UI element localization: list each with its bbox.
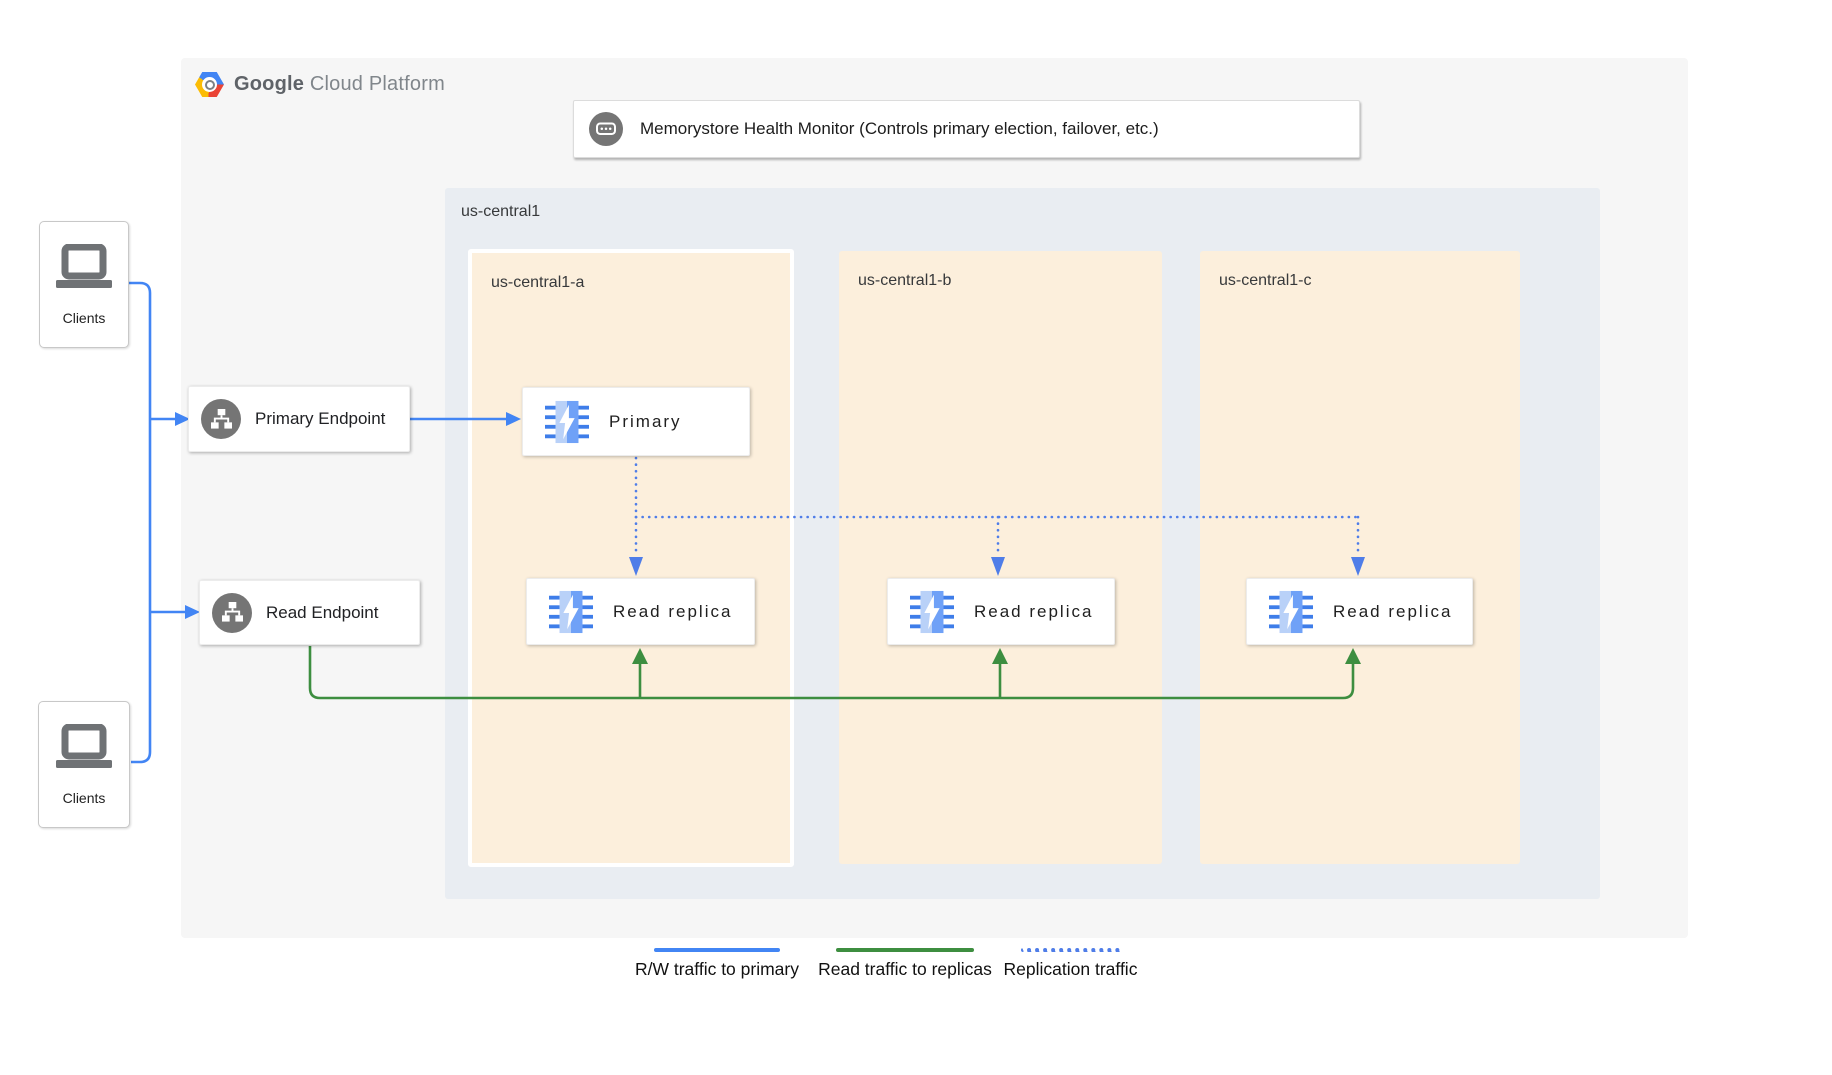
legend-line-green <box>836 948 974 952</box>
primary-endpoint-box: Primary Endpoint <box>188 386 410 452</box>
read-endpoint-box: Read Endpoint <box>199 580 420 645</box>
logo-brand: Google <box>234 73 305 95</box>
primary-node-label: Primary <box>609 411 682 431</box>
region-us-central1: us-central1 us-central1-a us-central1-b … <box>445 188 1600 899</box>
legend-replication-label: Replication traffic <box>1003 959 1138 979</box>
logo-suffix: Cloud Platform <box>309 73 445 95</box>
zone-us-central1-a: us-central1-a <box>468 249 794 867</box>
clients-bottom-label: Clients <box>62 790 106 806</box>
read-replica-a-box: Read replica <box>526 578 755 645</box>
primary-node-box: Primary <box>522 387 750 456</box>
legend-read-traffic: Read traffic to replicas <box>815 948 995 980</box>
zone-b-label: us-central1-b <box>858 272 952 289</box>
clients-bottom-box: Clients <box>38 701 130 828</box>
zone-us-central1-b: us-central1-b <box>839 251 1162 864</box>
gcp-logo: Google Cloud Platform <box>195 72 445 97</box>
health-monitor-label: Memorystore Health Monitor (Controls pri… <box>640 119 1159 138</box>
region-label: us-central1 <box>461 203 541 220</box>
read-replica-c-box: Read replica <box>1246 578 1473 645</box>
legend-rw-label: R/W traffic to primary <box>634 959 799 979</box>
health-monitor-box: Memorystore Health Monitor (Controls pri… <box>573 100 1360 158</box>
read-replica-b-box: Read replica <box>887 578 1115 645</box>
clients-top-label: Clients <box>62 310 106 326</box>
gcp-logo-text: Google Cloud Platform <box>234 73 445 96</box>
legend-line-dotted <box>1020 948 1121 952</box>
zone-a-label: us-central1-a <box>491 274 585 291</box>
memorystore-icon <box>1269 590 1313 633</box>
memorystore-icon <box>549 590 593 633</box>
primary-endpoint-label: Primary Endpoint <box>255 409 386 428</box>
legend-read-label: Read traffic to replicas <box>818 959 992 979</box>
zone-c-label: us-central1-c <box>1219 272 1312 289</box>
network-endpoint-icon <box>201 399 241 439</box>
network-endpoint-icon <box>212 592 252 633</box>
read-replica-b-label: Read replica <box>974 601 1094 621</box>
read-endpoint-label: Read Endpoint <box>266 602 379 622</box>
laptop-icon <box>56 724 112 768</box>
health-monitor-icon <box>589 112 623 146</box>
gcp-hexagon-icon <box>195 72 224 97</box>
zone-us-central1-c: us-central1-c <box>1200 251 1520 864</box>
legend-replication-traffic: Replication traffic <box>998 948 1143 980</box>
read-replica-a-label: Read replica <box>613 601 733 621</box>
read-replica-c-label: Read replica <box>1333 601 1453 621</box>
clients-top-box: Clients <box>39 221 129 348</box>
memorystore-icon <box>910 590 954 633</box>
memorystore-icon <box>545 400 589 443</box>
legend-rw-traffic: R/W traffic to primary <box>632 948 802 980</box>
laptop-icon <box>56 244 112 288</box>
legend-line-blue <box>654 948 780 952</box>
